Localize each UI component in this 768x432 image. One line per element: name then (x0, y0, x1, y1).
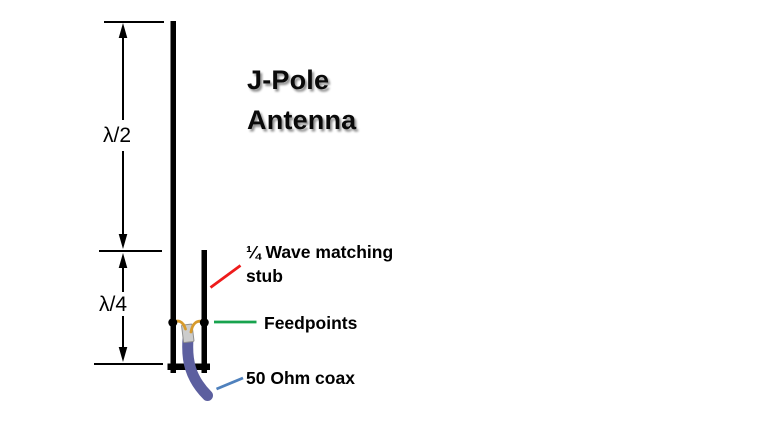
coax-label: 50 Ohm coax (246, 368, 355, 388)
stub-pointer-line (209, 264, 242, 289)
quarter-wave-arrow-down (118, 347, 128, 362)
feedpoint-dot-left (168, 318, 178, 327)
half-wave-arrow-up (118, 23, 128, 38)
half-wave-label: λ/2 (103, 124, 132, 147)
feedpoint-dot-right (199, 318, 209, 327)
page-title: J-Pole Antenna (247, 60, 356, 140)
matching-stub-label: ¼ Wave matching stub (246, 242, 394, 286)
main-element (170, 21, 176, 373)
feedpoints-label: Feedpoints (264, 313, 358, 333)
title-line-2: Antenna (247, 105, 357, 135)
coax-pointer-line (215, 376, 244, 391)
quarter-wave-arrow-up (118, 253, 128, 268)
half-wave-arrow-down (118, 234, 128, 249)
title-line-1: J-Pole (247, 65, 330, 95)
coax-cable (182, 333, 213, 401)
quarter-wave-label: λ/4 (99, 293, 128, 316)
matching-stub (201, 250, 207, 373)
